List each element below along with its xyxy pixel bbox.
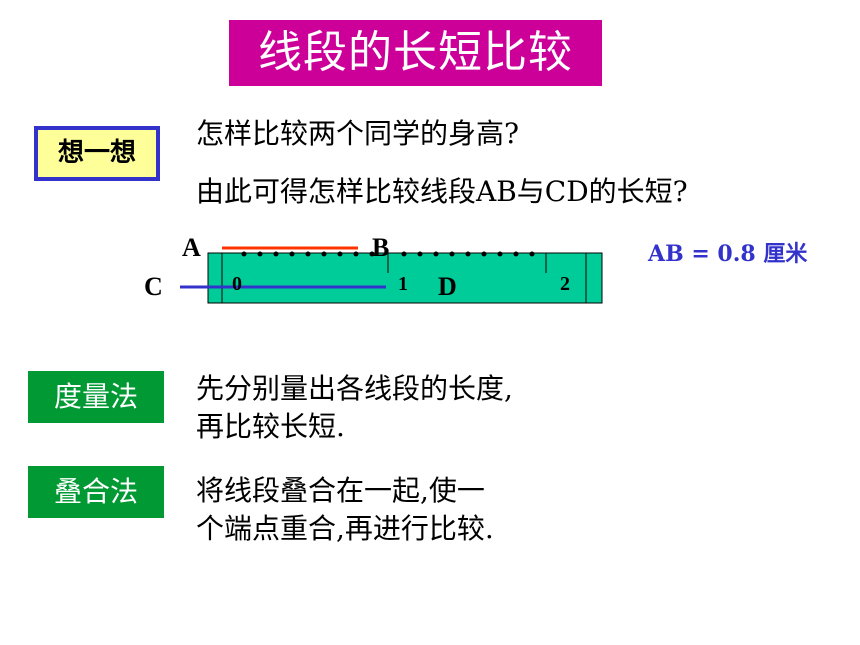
method-overlap-label: 叠合法 bbox=[28, 466, 164, 518]
point-b-label: B bbox=[372, 233, 389, 262]
point-c-label: C bbox=[144, 272, 163, 301]
method-overlap-line2: 个端点重合,再进行比较. bbox=[196, 512, 494, 545]
ab-length-note: AB = 0.8 厘米 bbox=[648, 241, 808, 267]
method-overlap-description: 将线段叠合在一起,使一 个端点重合,再进行比较. bbox=[196, 472, 494, 548]
page-title: 线段的长短比较 bbox=[229, 20, 602, 86]
ruler-label-1: 1 bbox=[398, 273, 408, 295]
method-measure-line1: 先分别量出各线段的长度, bbox=[196, 372, 513, 405]
ruler-figure: A B C D 0 1 2 bbox=[144, 233, 603, 304]
method-measure-description: 先分别量出各线段的长度, 再比较长短. bbox=[196, 370, 513, 446]
method-measure-line2: 再比较长短. bbox=[196, 410, 345, 443]
question-segments: 由此可得怎样比较线段AB与CD的长短? bbox=[196, 175, 688, 208]
tick-dots bbox=[241, 251, 535, 257]
think-label: 想一想 bbox=[34, 126, 160, 181]
method-measure-label: 度量法 bbox=[28, 371, 164, 423]
question-height: 怎样比较两个同学的身高? bbox=[196, 117, 520, 150]
ruler-label-0: 0 bbox=[232, 273, 242, 295]
method-overlap-line1: 将线段叠合在一起,使一 bbox=[196, 474, 485, 507]
ruler-label-2: 2 bbox=[560, 273, 570, 295]
point-d-label: D bbox=[438, 272, 457, 301]
ruler bbox=[207, 252, 603, 304]
point-a-label: A bbox=[182, 233, 201, 262]
